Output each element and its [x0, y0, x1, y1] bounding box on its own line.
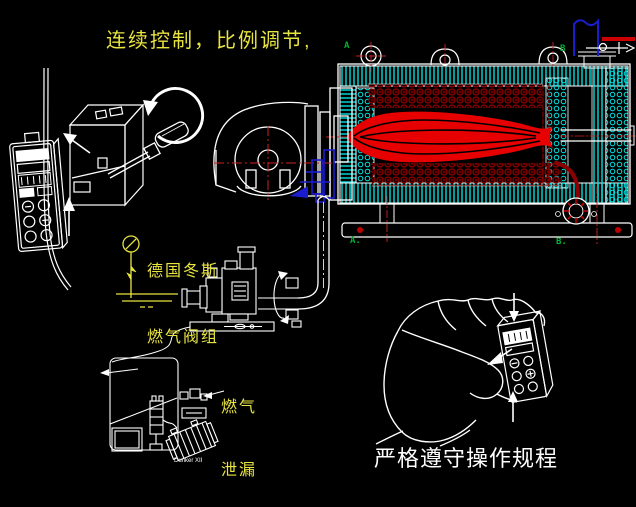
valve-label-line1: 德国冬斯	[147, 263, 220, 280]
pointer-arrows	[63, 133, 91, 236]
burner-centerlines	[214, 126, 336, 200]
up-arrow-icon	[63, 197, 75, 211]
leak-label-line2: 泄漏	[221, 462, 258, 479]
boiler-base	[341, 186, 633, 244]
controller-buttons	[509, 355, 538, 395]
gas-riser-pipe	[297, 195, 330, 310]
detector-model-label: Dunker XII	[174, 458, 203, 464]
lightning-arrow-icon	[126, 265, 137, 282]
lifting-lugs	[356, 42, 568, 72]
gas-supply-symbol	[116, 235, 178, 308]
marker-top-right: B	[560, 44, 566, 54]
leak-detection-label: 燃气 泄漏 检测	[221, 355, 257, 507]
title-annotation: 连续控制，比例调节,	[106, 30, 312, 52]
buttons	[21, 199, 53, 243]
hand-controller	[496, 309, 554, 403]
leak-detector	[100, 357, 225, 462]
marker-bottom-left: A.	[350, 236, 361, 246]
up-arrow-icon	[508, 391, 518, 402]
blue-arrow-icon	[290, 186, 308, 198]
rotate-arrow-icon	[273, 273, 285, 319]
burner-blue-parts	[300, 149, 335, 203]
leak-label-line1: 燃气	[221, 399, 258, 416]
display-segments	[17, 172, 53, 198]
servo-actuator	[68, 103, 145, 207]
left-arrow-icon	[203, 392, 212, 399]
boiler-body	[337, 63, 636, 205]
signal-cable	[111, 326, 191, 363]
down-left-arrow-icon	[487, 352, 503, 365]
controller-arrows	[487, 293, 519, 422]
valve-group-label: 德国冬斯 燃气阀组	[147, 217, 219, 371]
rotation-arrow-icon	[143, 87, 205, 144]
red-valve-line	[602, 37, 635, 41]
screwdriver	[107, 121, 189, 179]
marker-top-left: A	[344, 41, 350, 51]
steam-outlet	[573, 18, 636, 69]
valve-label-line2: 燃气阀组	[147, 329, 220, 346]
burner-flame	[326, 111, 553, 163]
programmer-device	[9, 131, 68, 252]
hand-valve-icon	[586, 42, 636, 54]
left-arrow-icon	[100, 369, 109, 376]
marker-bottom-right: B.	[556, 237, 567, 247]
burner	[213, 87, 353, 203]
down-arrow-icon	[509, 311, 519, 322]
manhole-icon	[555, 197, 597, 225]
blue-pipe	[573, 18, 599, 56]
mounting-wall	[43, 67, 72, 291]
gas-valve-group	[181, 246, 302, 332]
detector-module	[165, 419, 219, 462]
fire-tubes	[367, 83, 563, 187]
bottom-caption: 严格遵守操作规程	[374, 446, 559, 471]
